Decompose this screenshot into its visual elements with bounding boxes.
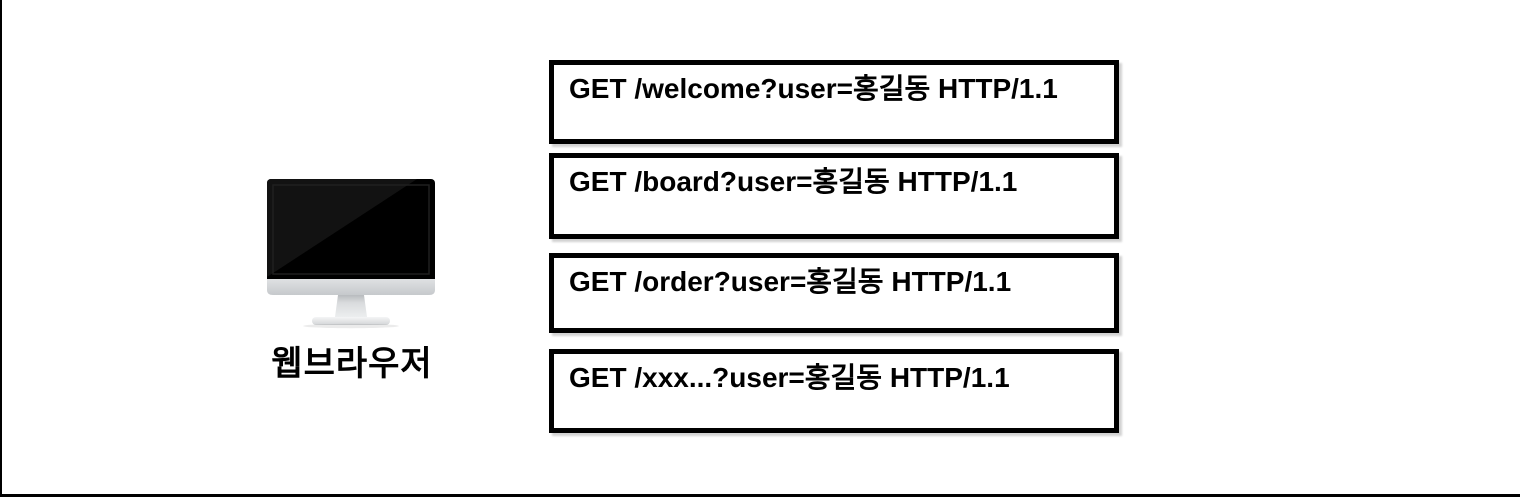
web-browser-label: 웹브라우저: [271, 345, 433, 383]
http-request-text: GET /order?user=홍길동 HTTP/1.1: [569, 266, 1012, 297]
web-browser-figure: [267, 179, 435, 329]
http-request-box-xxx: GET /xxx...?user=홍길동 HTTP/1.1: [549, 349, 1119, 433]
http-request-text: GET /xxx...?user=홍길동 HTTP/1.1: [569, 362, 1010, 393]
http-request-box-board: GET /board?user=홍길동 HTTP/1.1: [549, 153, 1119, 239]
http-request-text: GET /welcome?user=홍길동 HTTP/1.1: [569, 73, 1058, 104]
http-request-text: GET /board?user=홍길동 HTTP/1.1: [569, 166, 1018, 197]
desktop-monitor-icon: [267, 179, 435, 329]
http-request-box-welcome: GET /welcome?user=홍길동 HTTP/1.1: [549, 60, 1119, 144]
http-request-box-order: GET /order?user=홍길동 HTTP/1.1: [549, 253, 1119, 333]
